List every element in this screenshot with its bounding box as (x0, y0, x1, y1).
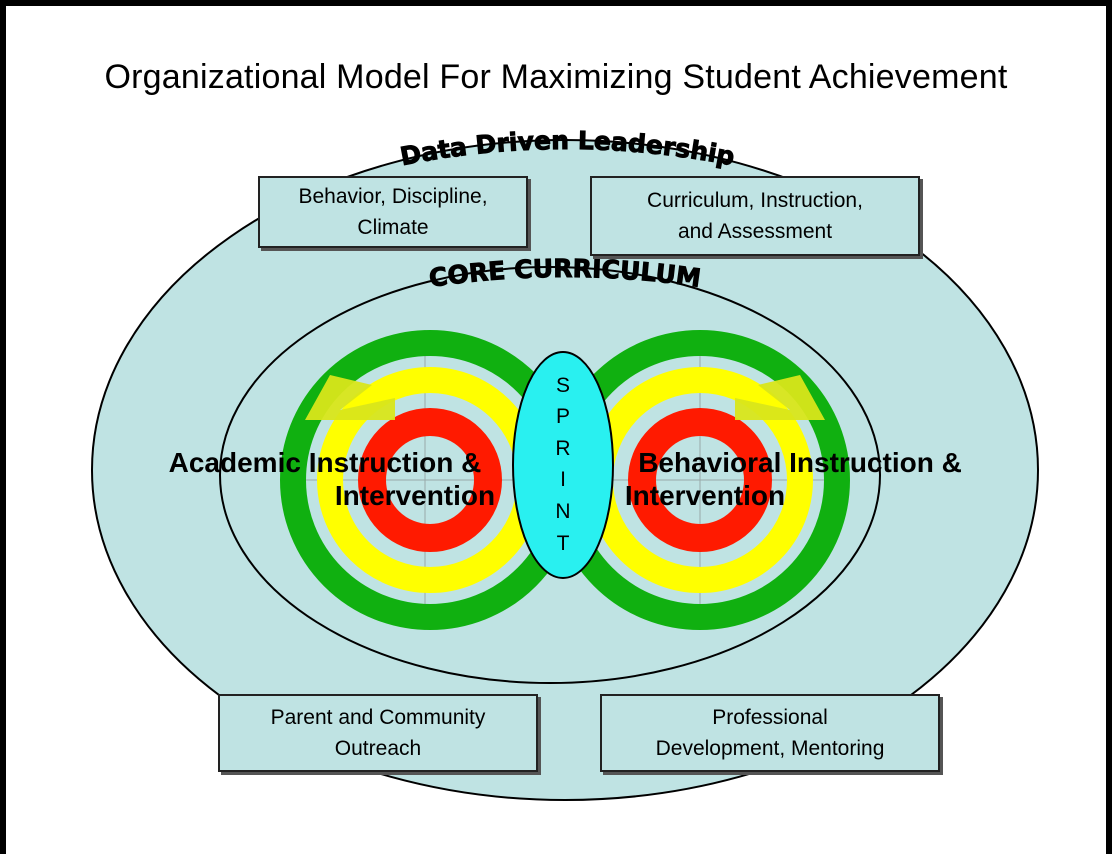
sprint-letter-n: N (555, 500, 570, 523)
box-professional-text: Professional Development, Mentoring (655, 706, 885, 760)
sprint-letters: S P R I N T (555, 374, 570, 555)
box-curriculum-instruction-assessment: Curriculum, Instruction, and Assessment (590, 176, 920, 256)
page-title: Organizational Model For Maximizing Stud… (104, 58, 1008, 96)
box-parent-text: Parent and Community Outreach (270, 706, 486, 760)
right-target-label-line1: Behavioral Instruction & (638, 447, 962, 478)
right-target-label-line2: Intervention (625, 480, 785, 511)
left-target-label-line2: Intervention (335, 480, 495, 511)
sprint-letter-t: T (557, 532, 570, 555)
right-ring-inner (628, 408, 772, 552)
box-curriculum-text: Curriculum, Instruction, and Assessment (647, 189, 863, 243)
box-behavior-text: Behavior, Discipline, Climate (298, 185, 488, 239)
sprint-letter-r: R (555, 437, 570, 460)
box-parent-community-outreach: Parent and Community Outreach (218, 694, 538, 772)
sprint-letter-i: I (560, 468, 566, 491)
left-connector-arrow (305, 375, 395, 420)
box-behavior-discipline-climate: Behavior, Discipline, Climate (258, 176, 528, 248)
box-professional-development: Professional Development, Mentoring (600, 694, 940, 772)
sprint-ellipse (512, 351, 614, 579)
sprint-letter-p: P (556, 405, 570, 428)
right-connector-arrow (735, 375, 825, 420)
left-ring-inner (358, 408, 502, 552)
sprint-letter-s: S (556, 374, 570, 397)
left-target-label-line1: Academic Instruction & (169, 447, 482, 478)
